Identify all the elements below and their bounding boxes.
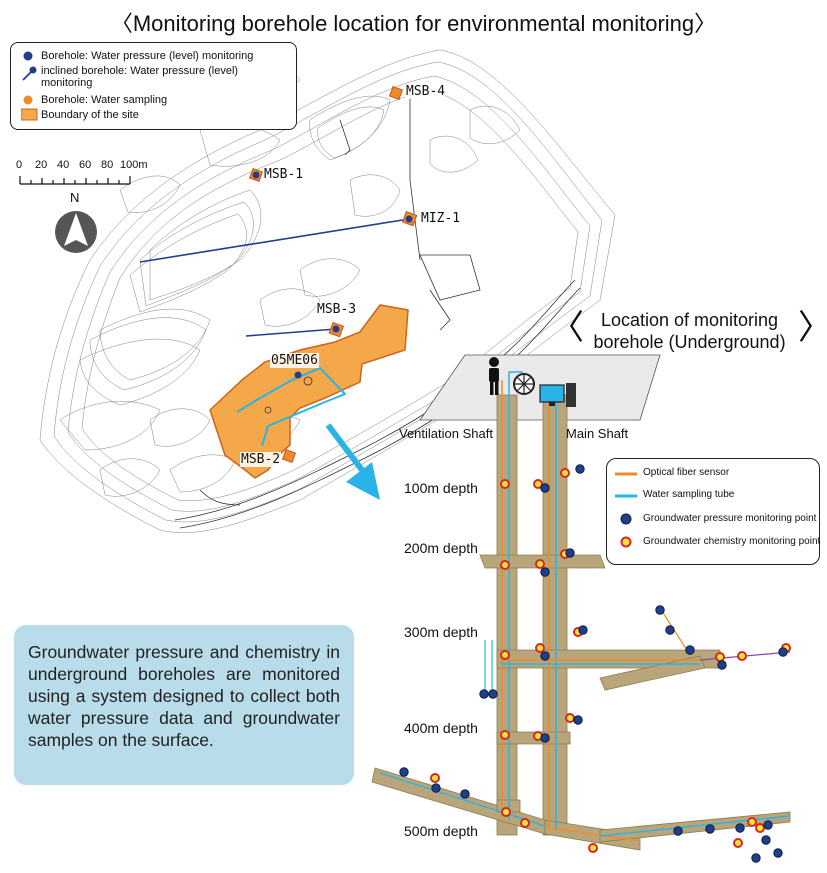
legend-boundary-icon — [21, 108, 38, 121]
ug-title: Location of monitoring borehole (Undergr… — [572, 309, 807, 353]
label-msb3: MSB-3 — [316, 302, 358, 317]
pressure-points — [399, 464, 788, 863]
msb2-marker — [281, 448, 297, 464]
north-arrow-icon — [55, 211, 97, 253]
ug-title-line2: borehole (Underground) — [593, 332, 786, 352]
label-miz1: MIZ-1 — [420, 211, 462, 226]
ventilation-shaft-label: Ventilation Shaft — [399, 426, 493, 441]
label-msb1: MSB-1 — [263, 167, 305, 182]
legend-borehole-blue-icon — [23, 51, 33, 61]
tube-line-icon — [615, 494, 637, 498]
ug-bracket-right: 〉 — [798, 311, 827, 345]
map-legend: Borehole: Water pressure (level) monitor… — [10, 42, 297, 130]
msb1-marker — [248, 167, 264, 183]
msb3-marker — [328, 321, 344, 338]
legend-label-sampling: Borehole: Water sampling — [41, 94, 168, 106]
scale-tick-40: 40 — [57, 159, 70, 171]
to-underground-arrow — [325, 423, 380, 500]
north-label: N — [70, 190, 80, 205]
scale-bar — [19, 176, 131, 185]
site-monitoring-path — [236, 366, 347, 447]
ventilation-shaft — [496, 394, 518, 836]
scale-tick-100m: 100m — [120, 159, 148, 171]
depth-400m: 400m depth — [404, 720, 478, 736]
scale-tick-20: 20 — [35, 159, 48, 171]
ug-legend-pressure: Groundwater pressure monitoring point — [643, 513, 817, 524]
ug-legend-chemistry: Groundwater chemistry monitoring point — [643, 536, 821, 547]
ug-title-line1: Location of monitoring — [600, 310, 779, 330]
pressure-point-icon — [620, 513, 632, 525]
scale-tick-0: 0 — [16, 159, 23, 171]
site-boundary — [209, 304, 409, 479]
info-box: Groundwater pressure and chemistry in un… — [14, 625, 354, 785]
underground-legend: Optical fiber sensor Water sampling tube… — [606, 458, 820, 565]
miz1-inclined-line — [139, 218, 410, 263]
legend-inclined-borehole-icon — [22, 66, 37, 81]
legend-label-boundary: Boundary of the site — [41, 109, 139, 121]
chemistry-point-icon — [620, 536, 632, 548]
page-title: 〈Monitoring borehole location for enviro… — [110, 11, 717, 36]
depth-500m: 500m depth — [404, 823, 478, 839]
info-text: Groundwater pressure and chemistry in un… — [28, 642, 340, 750]
label-msb4: MSB-4 — [405, 84, 447, 99]
miz1-marker — [401, 211, 418, 227]
main-shaft — [542, 394, 568, 836]
main-shaft-label: Main Shaft — [566, 426, 629, 441]
fiber-line-icon — [615, 472, 637, 476]
topo-contours — [39, 49, 616, 533]
msb3-inclined-line — [245, 328, 337, 337]
depth-200m: 200m depth — [404, 540, 478, 556]
msb4-marker — [388, 85, 404, 101]
legend-sampling-icon — [23, 95, 33, 105]
ug-legend-fiber: Optical fiber sensor — [643, 467, 730, 478]
ug-legend-tube: Water sampling tube — [643, 489, 735, 500]
legend-label-pressure: Borehole: Water pressure (level) monitor… — [41, 50, 254, 62]
scale-tick-80: 80 — [101, 159, 114, 171]
winch-wheel-icon — [513, 373, 535, 395]
computer-icon — [539, 383, 576, 407]
galleries — [371, 554, 791, 851]
depth-100m: 100m depth — [404, 480, 478, 496]
scale-tick-60: 60 — [79, 159, 92, 171]
label-msb2: MSB-2 — [240, 452, 282, 467]
legend-label-inclined: inclined borehole: Water pressure (level… — [41, 65, 239, 89]
depth-300m: 300m depth — [404, 624, 478, 640]
me06-marker — [294, 371, 302, 379]
label-05me06: 05ME06 — [270, 353, 319, 368]
ug-bracket-left: 〈 — [550, 308, 584, 348]
roads — [174, 90, 581, 529]
person-icon — [489, 357, 499, 395]
